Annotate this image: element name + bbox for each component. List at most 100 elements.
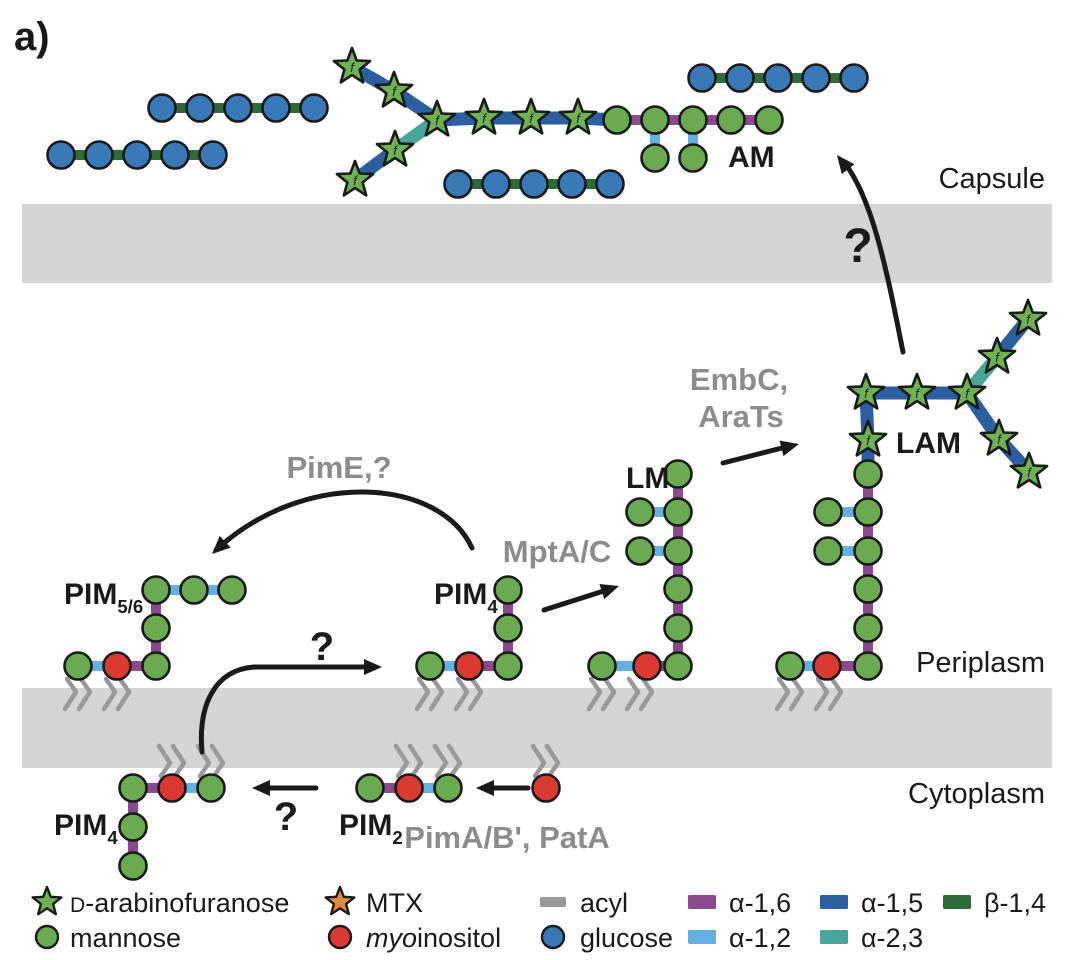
enzyme-pima: PimA/B', PatA <box>404 820 609 855</box>
glucose-node <box>198 140 228 170</box>
mannose-node <box>663 497 693 527</box>
acyl-chain <box>432 743 449 779</box>
acyl-chain <box>813 676 830 712</box>
mannose-node <box>118 812 148 842</box>
myo-inositol-node <box>454 651 484 681</box>
legend-a12-icon <box>688 930 716 944</box>
legend-a23-label: α-2,3 <box>861 923 923 953</box>
label-pim4-cytoplasm: PIM4 <box>54 809 118 848</box>
mannose-node <box>775 651 805 681</box>
glucose-node <box>443 169 473 199</box>
mannose-node <box>141 613 171 643</box>
arrow-inositol-to-pim2-head <box>476 780 494 796</box>
legend-b14-label: β-1,4 <box>984 888 1046 918</box>
acyl-chain <box>624 676 641 712</box>
enzyme-mptac: MptA/C <box>503 534 611 569</box>
figure-label: a) <box>14 15 50 59</box>
arabinofuranose-node <box>511 97 551 135</box>
legend-a23-icon <box>820 930 848 944</box>
label-lam: LAM <box>896 427 961 460</box>
mannose-node <box>853 574 883 604</box>
acyl-chain <box>544 743 561 779</box>
legend-a16-icon <box>688 895 716 909</box>
legend-mtx-label: MTX <box>366 888 423 918</box>
enzyme-embc-line2: AraTs <box>698 399 784 434</box>
glucose-node <box>801 63 831 93</box>
arabinofuranose-node <box>332 46 372 84</box>
glucose-node <box>481 169 511 199</box>
arabinofuranose-node <box>848 419 888 457</box>
furanose-f-glyph: f <box>482 111 487 126</box>
mannose-node <box>217 575 247 605</box>
acyl-chain <box>827 676 844 712</box>
furanose-f-glyph: f <box>866 433 871 448</box>
furanose-f-glyph: f <box>1026 312 1031 327</box>
legend-arabinofuranose-icon <box>31 885 63 916</box>
label-capsule: Capsule <box>939 163 1045 195</box>
legend-a16-label: α-1,6 <box>729 888 791 918</box>
glucose-node <box>299 93 329 123</box>
furanose-f-glyph: f <box>1027 465 1032 480</box>
myo-inositol-node <box>157 773 187 803</box>
acyl-chain <box>530 743 547 779</box>
myo-inositol-node <box>394 773 424 803</box>
arrow-pim2-to-pim4-head <box>252 780 270 796</box>
glucose-node <box>147 93 177 123</box>
arabinofuranose-node <box>335 159 375 197</box>
furanose-f-glyph: f <box>353 173 358 188</box>
mannose-node <box>118 851 148 881</box>
arabinofuranose-node <box>558 97 598 135</box>
myo-inositol-node <box>102 651 132 681</box>
legend-a12-label: α-1,2 <box>729 923 791 953</box>
legend-arabinofuranose-label: D-arabinofuranose <box>70 888 289 918</box>
arabinofuranose-node <box>374 70 414 108</box>
mannose-node <box>118 773 148 803</box>
glucose-node <box>84 140 114 170</box>
acyl-chain <box>453 676 470 712</box>
mannose-node <box>493 651 523 681</box>
arabinofuranose-node <box>1009 451 1049 489</box>
arrow-pime-head <box>212 535 231 554</box>
glucose-node <box>687 63 717 93</box>
question-cytoplasm: ? <box>274 795 298 839</box>
arrow-mptac <box>541 586 613 613</box>
mannose-node <box>663 651 693 681</box>
acyl-chain <box>600 676 617 712</box>
acyl-chain <box>774 676 791 712</box>
furanose-f-glyph: f <box>393 143 398 158</box>
mannose-node <box>754 105 784 135</box>
acyl-chain <box>467 676 484 712</box>
mannose-node <box>355 773 385 803</box>
mannose-node <box>853 613 883 643</box>
acyl-chain <box>101 676 118 712</box>
acyl-chain <box>428 676 445 712</box>
acyl-chain <box>76 676 93 712</box>
furanose-f-glyph: f <box>350 60 355 75</box>
mannose-node <box>196 773 226 803</box>
arrow-lam-to-am <box>841 159 906 355</box>
mannose-node <box>678 143 708 173</box>
mannose-node <box>141 575 171 605</box>
glucose-node <box>839 63 869 93</box>
myo-inositol-node <box>531 773 561 803</box>
enzyme-pime: PimE,? <box>286 450 391 485</box>
arrow-embc <box>720 443 793 466</box>
legend-a15-icon <box>820 895 848 909</box>
furanose-f-glyph: f <box>915 386 920 401</box>
glucose-node <box>557 169 587 199</box>
mannose-node <box>663 536 693 566</box>
legend-glucose-label: glucose <box>580 923 673 953</box>
arabinofuranose-node <box>846 372 886 410</box>
mannose-node <box>853 651 883 681</box>
mannose-node <box>179 575 209 605</box>
glucose-node <box>185 93 215 123</box>
glucose-node <box>46 140 76 170</box>
arabinofuranose-node <box>947 372 987 410</box>
legend-myoinositol-icon <box>327 924 353 950</box>
acyl-chain <box>638 676 655 712</box>
mannose-node <box>716 105 746 135</box>
label-pim2: PIM2 <box>339 809 403 848</box>
arrow-lam-to-am-head <box>837 155 855 175</box>
label-cytoplasm: Cytoplasm <box>908 778 1045 810</box>
